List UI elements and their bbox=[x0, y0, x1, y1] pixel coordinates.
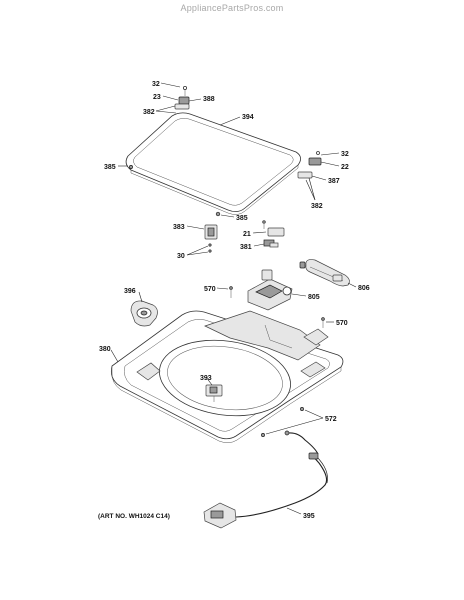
callout-30: 30 bbox=[177, 253, 185, 260]
callout-382-right: 382 bbox=[311, 203, 323, 210]
control-board-icon[interactable] bbox=[299, 259, 350, 287]
control-board-icon[interactable] bbox=[247, 269, 293, 311]
callout-21: 21 bbox=[243, 231, 251, 238]
callout-388: 388 bbox=[203, 96, 215, 103]
callout-572: 572 bbox=[325, 416, 337, 423]
callout-23: 23 bbox=[153, 94, 161, 101]
callout-394: 394 bbox=[242, 114, 254, 121]
callout-383: 383 bbox=[173, 224, 185, 231]
callout-570-right: 570 bbox=[336, 320, 348, 327]
callout-381: 381 bbox=[240, 244, 252, 251]
screw-icon[interactable] bbox=[321, 317, 325, 328]
screw-icon[interactable] bbox=[300, 407, 304, 411]
callout-32-right: 32 bbox=[341, 151, 349, 158]
screw-icon[interactable] bbox=[229, 286, 233, 298]
screw-icon[interactable] bbox=[215, 211, 221, 217]
callout-387: 387 bbox=[328, 178, 340, 185]
lid-icon[interactable] bbox=[125, 112, 301, 215]
hinge-icon[interactable] bbox=[297, 151, 322, 179]
callout-380: 380 bbox=[99, 346, 111, 353]
callout-806: 806 bbox=[358, 285, 370, 292]
bleach-dispenser-icon[interactable] bbox=[130, 300, 158, 327]
callout-395: 395 bbox=[303, 513, 315, 520]
callout-385: 385 bbox=[104, 164, 116, 171]
hinge-icon[interactable] bbox=[174, 86, 190, 110]
callout-22: 22 bbox=[341, 164, 349, 171]
hinge-icon[interactable] bbox=[262, 220, 285, 248]
callout-570: 570 bbox=[204, 286, 216, 293]
top-panel-icon[interactable] bbox=[110, 310, 344, 443]
watermark: AppliancePartsPros.com bbox=[180, 3, 284, 13]
hinge-icon[interactable] bbox=[205, 384, 223, 402]
callout-805: 805 bbox=[308, 294, 320, 301]
wire-harness-icon[interactable] bbox=[203, 430, 328, 529]
callout-393: 393 bbox=[200, 375, 212, 382]
callout-labels: 32 23 388 382 394 385 32 22 387 382 385 … bbox=[98, 81, 370, 520]
screw-icon[interactable] bbox=[261, 433, 265, 437]
art-number: (ART NO. WH1024 C14) bbox=[98, 513, 170, 520]
callout-396: 396 bbox=[124, 288, 136, 295]
leader-lines bbox=[110, 82, 357, 515]
hinge-icon[interactable] bbox=[204, 224, 218, 253]
callout-32: 32 bbox=[152, 81, 160, 88]
callout-382: 382 bbox=[143, 109, 155, 116]
callout-385-center: 385 bbox=[236, 215, 248, 222]
screw-icon[interactable] bbox=[129, 165, 133, 169]
